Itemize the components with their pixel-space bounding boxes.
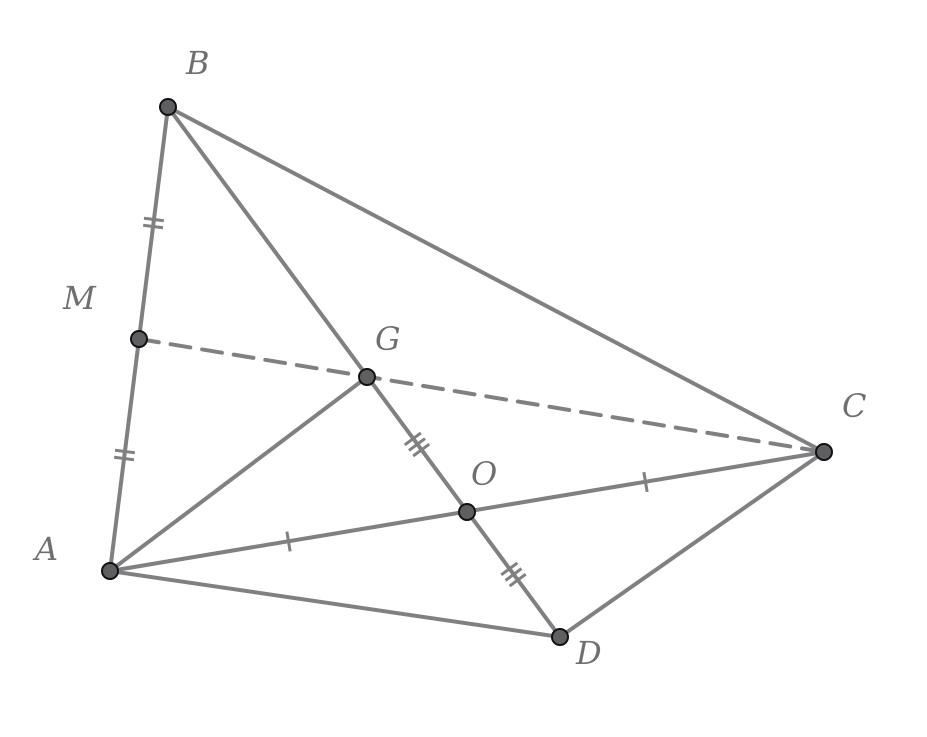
point-d: [551, 628, 569, 646]
label-g: G: [375, 320, 401, 358]
point-labels: B M G C O A D: [32, 44, 866, 672]
label-m: M: [62, 279, 97, 317]
tick-go-stroke: [408, 437, 426, 452]
point-m: [130, 330, 148, 348]
tick-ma: [113, 448, 136, 462]
tick-bm: [142, 216, 165, 230]
segment-ag: [108, 375, 369, 573]
point-b: [159, 98, 177, 116]
tick-ao: [285, 531, 292, 552]
points: [101, 98, 833, 646]
tick-ao-stroke: [285, 531, 292, 552]
segment-bc: [166, 105, 826, 454]
tick-od: [500, 561, 527, 588]
tick-bm-stroke: [142, 223, 164, 230]
label-o: O: [471, 455, 497, 493]
label-a: A: [32, 530, 58, 568]
segments: [108, 105, 826, 639]
tick-go: [403, 431, 431, 458]
point-a: [101, 562, 119, 580]
point-c: [815, 443, 833, 461]
tick-od-stroke: [508, 572, 527, 588]
label-d: D: [575, 634, 602, 672]
tick-oc-stroke: [642, 471, 649, 493]
tick-ma-stroke: [113, 455, 135, 462]
tick-go-stroke: [412, 442, 431, 458]
tick-ma-stroke: [114, 448, 136, 455]
tick-od-stroke: [504, 567, 523, 582]
point-o: [458, 503, 476, 521]
tick-go-stroke: [403, 431, 422, 447]
segment-da: [108, 569, 562, 639]
label-c: C: [842, 387, 866, 425]
segment-cd: [558, 450, 826, 639]
tick-oc: [642, 471, 649, 493]
label-b: B: [185, 44, 210, 82]
tick-bm-stroke: [143, 216, 165, 223]
tick-od-stroke: [500, 561, 519, 577]
equal-length-marks: [113, 216, 649, 588]
segment-mc: [137, 337, 826, 454]
point-g: [358, 368, 376, 386]
